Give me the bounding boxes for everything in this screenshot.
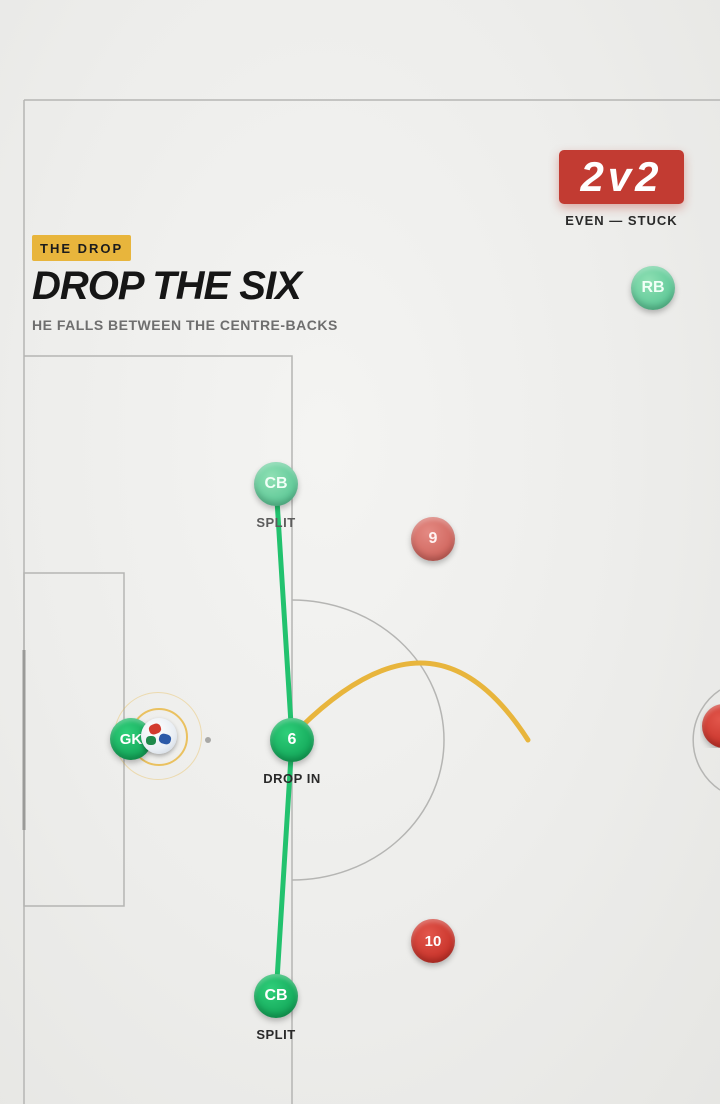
scene-subtitle: HE FALLS BETWEEN THE CENTRE-BACKS <box>32 317 338 333</box>
player-cb-bottom[interactable]: CB <box>254 974 298 1018</box>
six-yard-box <box>23 572 125 907</box>
six-drop-path <box>297 660 531 743</box>
penalty-spot <box>205 737 211 743</box>
player-cb-bottom-caption: SPLIT <box>256 1027 296 1042</box>
player-cb-top[interactable]: CB <box>254 462 298 506</box>
cb-top-run-path <box>273 481 295 743</box>
penalty-arc <box>291 599 445 881</box>
score-value: 2v2 <box>580 153 663 200</box>
player-nine[interactable]: 9 <box>411 517 455 561</box>
player-ten[interactable]: 10 <box>411 919 455 963</box>
player-edge-clip: 8 <box>700 704 720 748</box>
player-cb-top-caption: SPLIT <box>256 515 296 530</box>
scene-badge: THE DROP <box>32 235 132 261</box>
player-six[interactable]: 6 <box>270 718 314 762</box>
cb-bottom-run-path <box>273 737 295 999</box>
centre-circle-edge <box>692 689 720 791</box>
scene-title: DROP THE SIX <box>32 264 302 308</box>
football-icon[interactable] <box>141 718 177 754</box>
score-caption: EVEN — STUCK <box>565 213 678 228</box>
score-badge: 2v2 <box>559 150 684 204</box>
penalty-box <box>24 355 293 1104</box>
player-rb[interactable]: RB <box>631 266 675 310</box>
player-six-caption: DROP IN <box>263 771 321 786</box>
player-edge-red[interactable]: 8 <box>702 704 720 748</box>
